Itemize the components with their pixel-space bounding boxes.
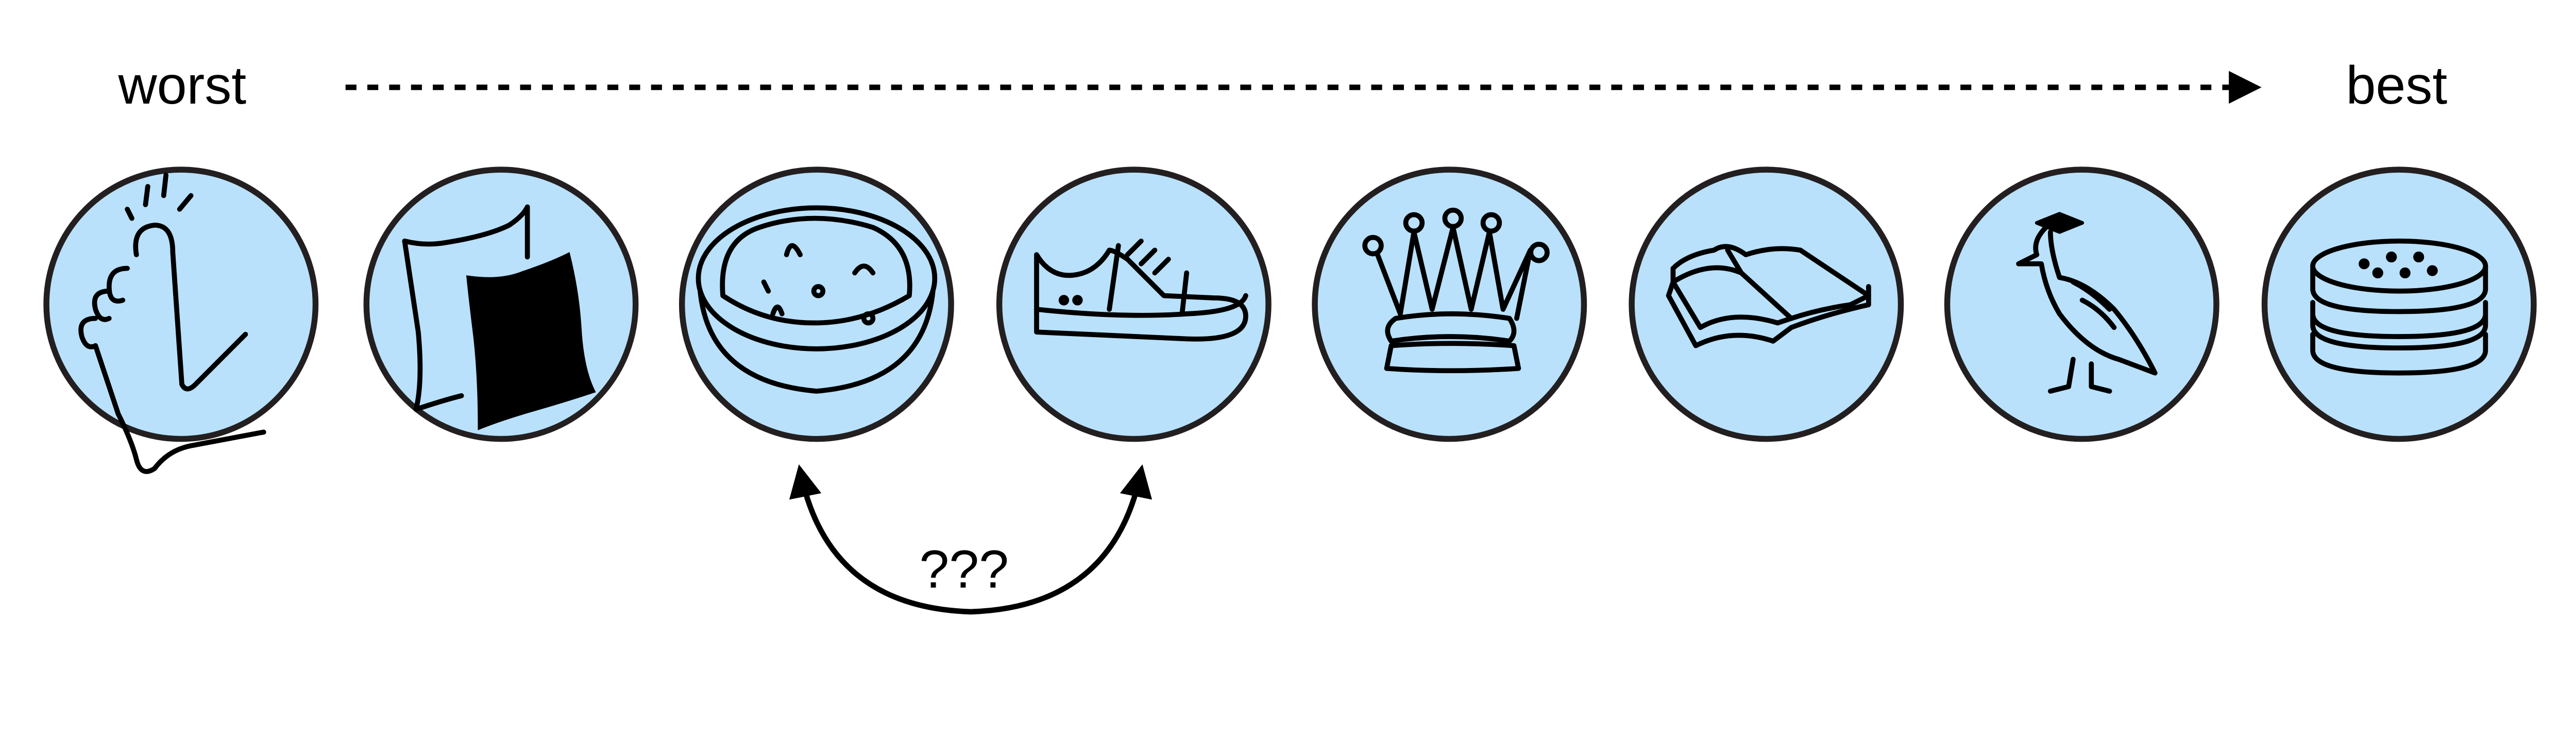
item-stacked-cookies (2261, 166, 2537, 442)
pillows-icon (402, 204, 596, 430)
item-circle (2261, 166, 2537, 442)
stacked-cookies-icon (2310, 238, 2488, 376)
item-graduate-seagull (1944, 166, 2219, 442)
item-circle (1312, 166, 1587, 442)
stubbed-toe-icon (78, 172, 266, 474)
sneaker-icon (1034, 238, 1248, 342)
item-crown (1312, 166, 1587, 442)
item-open-book (1629, 166, 1904, 442)
item-circle (43, 166, 319, 442)
item-sneaker (996, 166, 1272, 442)
graduate-seagull-icon (2016, 212, 2158, 394)
item-pillows (363, 166, 639, 442)
best-label: best (2346, 56, 2447, 115)
item-rice-bowl (679, 166, 954, 442)
item-stubbed-toe (43, 166, 319, 474)
swap-comparison-arrow (789, 464, 1153, 615)
item-circle (1629, 166, 1904, 442)
comparison-label: ??? (919, 540, 1009, 599)
item-circle (1944, 166, 2219, 442)
ranking-diagram: worst best (43, 56, 2537, 615)
crown-icon (1362, 207, 1550, 374)
item-circle (996, 166, 1272, 442)
open-book-icon (1666, 244, 1871, 348)
worst-label: worst (117, 56, 246, 115)
rice-bowl-icon (696, 205, 938, 394)
